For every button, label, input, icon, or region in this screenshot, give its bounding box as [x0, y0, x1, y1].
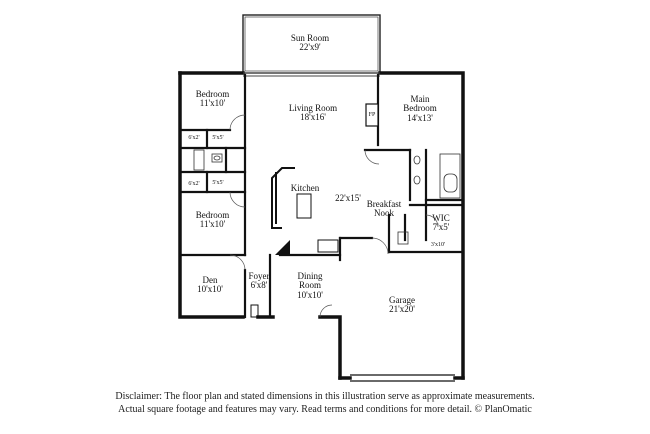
label-bath-top: 6'x2' — [188, 135, 200, 141]
garage-door — [350, 374, 455, 382]
disclaimer: Disclaimer: The floor plan and stated di… — [0, 391, 650, 416]
door-swings — [229, 114, 439, 318]
bath-fixtures — [193, 149, 461, 245]
label-kitchen-dims: 22'x15' — [335, 193, 361, 203]
rear-windows — [243, 72, 380, 77]
label-breakfast-nook: Breakfast Nook — [366, 199, 402, 219]
label-closet-top: 5'x5' — [212, 135, 224, 141]
label-bath-mid: 6'x2' — [188, 181, 200, 187]
label-kitchen: Kitchen — [290, 183, 320, 193]
disclaimer-line-1: Disclaimer: The floor plan and stated di… — [115, 391, 535, 402]
kitchen-counters — [271, 167, 339, 253]
label-closet-mid: 5'x5' — [212, 180, 224, 186]
exterior-walls — [178, 71, 465, 380]
fireplace — [365, 103, 379, 127]
kitchen-island — [275, 240, 290, 255]
disclaimer-line-2: Actual square footage and features may v… — [118, 403, 532, 415]
label-laundry: 3'x10' — [430, 242, 446, 248]
front-door — [250, 304, 259, 318]
label-fireplace: FP — [368, 112, 376, 118]
